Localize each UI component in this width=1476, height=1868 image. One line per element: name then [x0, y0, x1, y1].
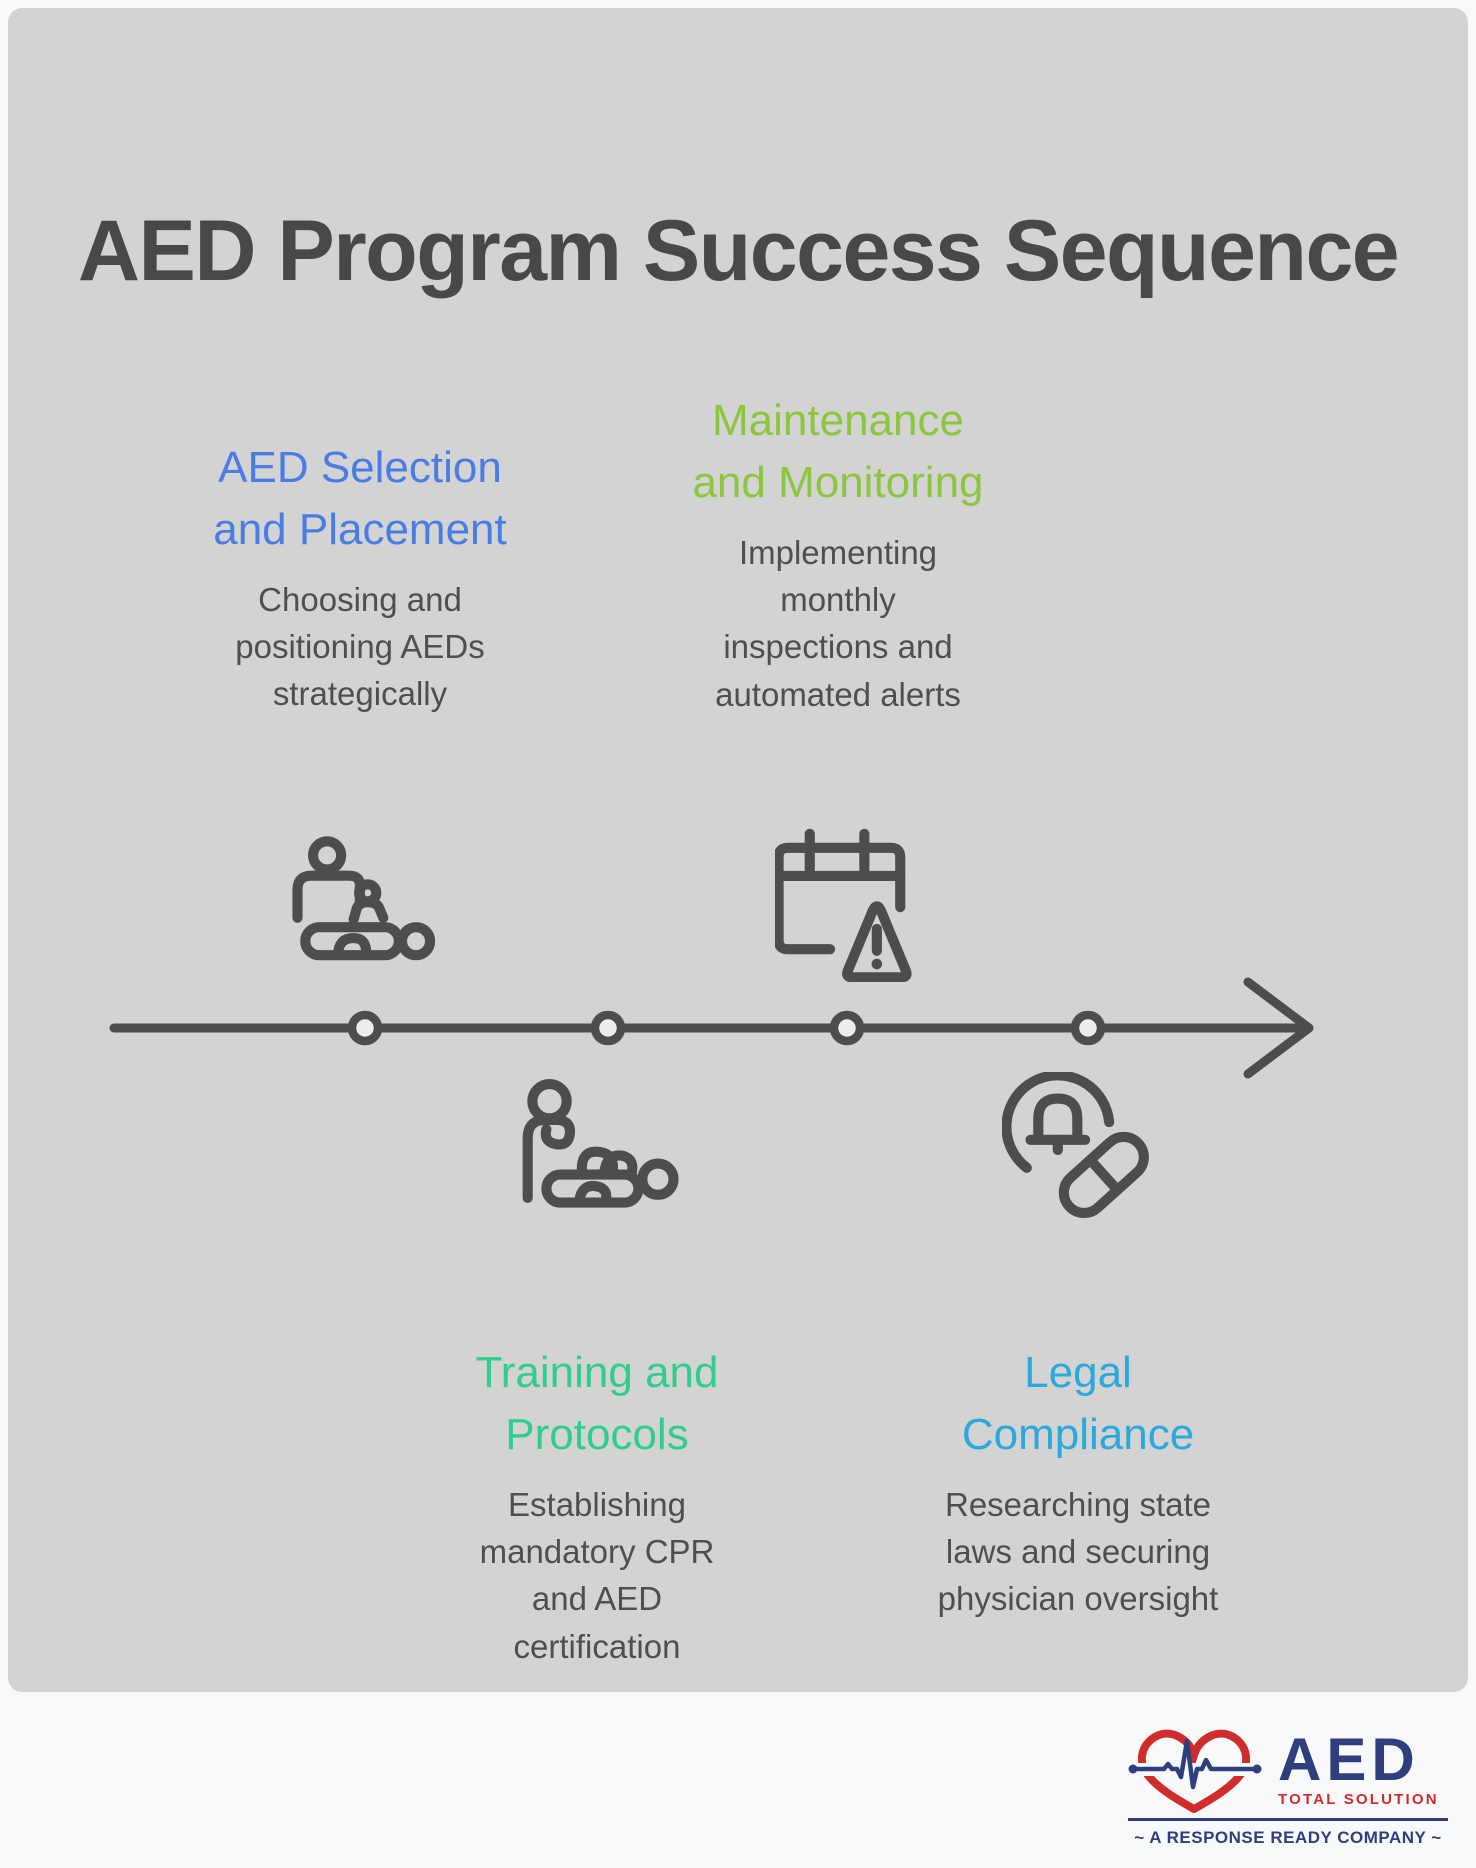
step-description: Researching state laws and securing phys… — [937, 1485, 1219, 1618]
step-legal-compliance: Legal Compliance Researching state laws … — [878, 1342, 1278, 1623]
calendar-alert-icon — [775, 826, 935, 982]
page-title: AED Program Success Sequence — [77, 203, 1400, 299]
step-aed-selection-placement: AED Selection and Placement Choosing and… — [160, 437, 560, 718]
step-description: Establishing mandatory CPR and AED certi… — [479, 1485, 715, 1665]
step-description: Implementing monthly inspections and aut… — [715, 533, 961, 713]
arrowhead-icon — [1243, 977, 1314, 1079]
logo-tagline: ~ A RESPONSE READY COMPANY ~ — [1134, 1828, 1442, 1847]
heart-ekg-icon — [1128, 1729, 1262, 1813]
timeline-nodes — [347, 1010, 1106, 1046]
timeline-node-3 — [829, 1010, 865, 1046]
timeline-arrow — [109, 977, 1314, 1079]
step-heading: Training and Protocols — [475, 1348, 719, 1460]
logo-brand-text: AED — [1278, 1725, 1420, 1793]
timeline-node-4 — [1070, 1010, 1106, 1046]
infographic-canvas — [8, 8, 1468, 1692]
bell-pill-icon — [1002, 1072, 1162, 1228]
company-logo: AED TOTAL SOLUTION ~ A RESPONSE READY CO… — [1128, 1725, 1448, 1848]
step-description: Choosing and positioning AEDs strategica… — [235, 580, 485, 713]
logo-divider — [1128, 1818, 1448, 1821]
infant-cpr-icon — [521, 1070, 681, 1226]
step-maintenance-monitoring: Maintenance and Monitoring Implementing … — [638, 390, 1038, 718]
cpr-compressions-icon — [283, 832, 443, 988]
step-heading: AED Selection and Placement — [213, 443, 507, 555]
timeline-node-2 — [590, 1010, 626, 1046]
step-heading: Maintenance and Monitoring — [692, 396, 984, 508]
logo-subtitle-text: TOTAL SOLUTION — [1278, 1790, 1439, 1808]
step-heading: Legal Compliance — [961, 1348, 1195, 1460]
timeline-node-1 — [347, 1010, 383, 1046]
step-training-protocols: Training and Protocols Establishing mand… — [397, 1342, 797, 1670]
